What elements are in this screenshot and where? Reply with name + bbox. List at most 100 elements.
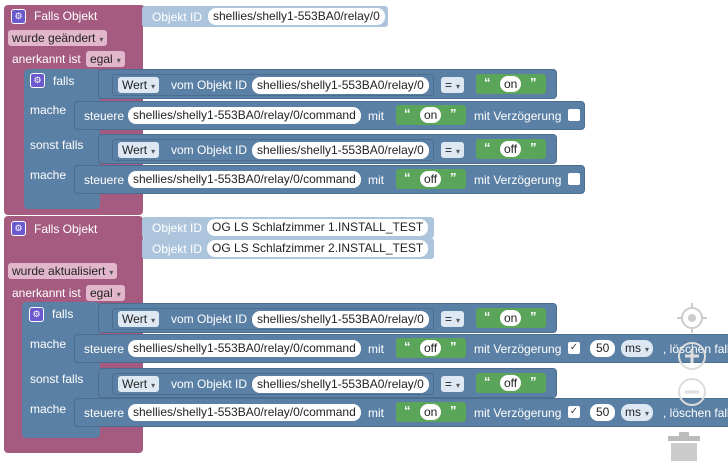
quote-close: ” bbox=[450, 170, 457, 185]
do-label: mache bbox=[30, 402, 67, 416]
from-object-label: vom Objekt ID bbox=[171, 78, 248, 92]
delay-label: mit Verzögerung bbox=[474, 342, 562, 356]
value-type-dropdown[interactable]: Wert▾ bbox=[118, 77, 160, 93]
ack-dropdown[interactable]: egal▾ bbox=[86, 51, 125, 67]
string-value[interactable]: on bbox=[420, 107, 442, 123]
delay-label: mit Verzögerung bbox=[474, 173, 562, 187]
string-block[interactable]: “ on ” bbox=[396, 105, 466, 125]
object-id-field[interactable]: shellies/shelly1-553BA0/relay/0 bbox=[252, 142, 429, 159]
string-block[interactable]: “ on ” bbox=[396, 402, 466, 422]
delay-number-field[interactable]: 50 bbox=[590, 340, 616, 357]
do-label: mache bbox=[30, 337, 67, 351]
quote-close: ” bbox=[530, 75, 537, 90]
trigger-title: Falls Objekt bbox=[34, 9, 98, 23]
quote-open: “ bbox=[404, 170, 411, 185]
delay-unit-dropdown[interactable]: ms▾ bbox=[621, 404, 654, 421]
command-object-field[interactable]: shellies/shelly1-553BA0/relay/0/command bbox=[128, 340, 361, 357]
set-label: steuere bbox=[84, 406, 125, 420]
elseif-label: sonst falls bbox=[30, 372, 84, 386]
quote-open: “ bbox=[404, 339, 411, 354]
quote-open: “ bbox=[404, 403, 411, 418]
objid-label: Objekt ID bbox=[152, 242, 203, 256]
objid-value-field[interactable]: shellies/shelly1-553BA0/relay/0 bbox=[208, 8, 385, 25]
object-id-field[interactable]: shellies/shelly1-553BA0/relay/0 bbox=[252, 77, 429, 94]
with-label: mit bbox=[368, 109, 384, 123]
ack-label: anerkannt ist bbox=[12, 52, 81, 66]
command-object-field[interactable]: shellies/shelly1-553BA0/relay/0/command bbox=[128, 107, 361, 124]
objid-label: Objekt ID bbox=[152, 10, 203, 24]
value-type-dropdown[interactable]: Wert▾ bbox=[118, 311, 160, 327]
value-type-dropdown[interactable]: Wert▾ bbox=[118, 142, 160, 158]
set-label: steuere bbox=[84, 109, 125, 123]
with-label: mit bbox=[368, 173, 384, 187]
operator-dropdown[interactable]: =▾ bbox=[441, 311, 465, 327]
trigger-block-1-header-ext bbox=[100, 5, 145, 27]
string-value[interactable]: on bbox=[500, 76, 522, 92]
command-object-field[interactable]: shellies/shelly1-553BA0/relay/0/command bbox=[128, 171, 361, 188]
quote-open: “ bbox=[484, 309, 491, 324]
objid-label: Objekt ID bbox=[152, 221, 203, 235]
string-block[interactable]: “ off ” bbox=[476, 139, 546, 159]
quote-open: “ bbox=[484, 374, 491, 389]
trash-icon[interactable] bbox=[664, 432, 704, 461]
delay-checkbox[interactable]: ✓ bbox=[568, 342, 580, 354]
string-value[interactable]: off bbox=[420, 340, 442, 356]
trigger-title: Falls Objekt bbox=[34, 222, 98, 236]
recenter-icon[interactable] bbox=[676, 302, 708, 334]
string-block[interactable]: “ off ” bbox=[396, 338, 466, 358]
gear-icon[interactable]: ⚙ bbox=[11, 9, 26, 24]
string-value[interactable]: off bbox=[500, 141, 522, 157]
string-block[interactable]: “ off ” bbox=[396, 169, 466, 189]
operator-dropdown[interactable]: =▾ bbox=[441, 77, 465, 93]
quote-open: “ bbox=[404, 106, 411, 121]
change-type-dropdown[interactable]: wurde aktualisiert▾ bbox=[8, 263, 118, 279]
delay-label: mit Verzögerung bbox=[474, 109, 562, 123]
objid-value-field[interactable]: OG LS Schlafzimmer 2.INSTALL_TEST bbox=[207, 240, 429, 257]
do-label: mache bbox=[30, 168, 67, 182]
quote-close: ” bbox=[450, 339, 457, 354]
object-id-field[interactable]: shellies/shelly1-553BA0/relay/0 bbox=[252, 311, 429, 328]
elseif-label: sonst falls bbox=[30, 138, 84, 152]
delay-checkbox[interactable] bbox=[568, 109, 580, 121]
quote-close: ” bbox=[530, 309, 537, 324]
object-id-field[interactable]: shellies/shelly1-553BA0/relay/0 bbox=[252, 376, 429, 393]
delay-checkbox[interactable] bbox=[568, 173, 580, 185]
value-type-dropdown[interactable]: Wert▾ bbox=[118, 376, 160, 392]
ack-label: anerkannt ist bbox=[12, 286, 81, 300]
delay-number-field[interactable]: 50 bbox=[590, 404, 616, 421]
delay-label: mit Verzögerung bbox=[474, 406, 562, 420]
from-object-label: vom Objekt ID bbox=[171, 377, 248, 391]
quote-open: “ bbox=[484, 75, 491, 90]
clear-running-label: , löschen falls bbox=[663, 406, 728, 420]
string-value[interactable]: off bbox=[500, 375, 522, 391]
command-object-field[interactable]: shellies/shelly1-553BA0/relay/0/command bbox=[128, 404, 361, 421]
with-label: mit bbox=[368, 342, 384, 356]
set-label: steuere bbox=[84, 173, 125, 187]
quote-close: ” bbox=[530, 374, 537, 389]
change-type-dropdown[interactable]: wurde geändert▾ bbox=[8, 30, 108, 46]
operator-dropdown[interactable]: =▾ bbox=[441, 376, 465, 392]
ack-dropdown[interactable]: egal▾ bbox=[86, 285, 125, 301]
do-label: mache bbox=[30, 103, 67, 117]
zoom-out-icon[interactable] bbox=[676, 376, 708, 408]
if-label: falls bbox=[52, 307, 74, 321]
string-block[interactable]: “ on ” bbox=[476, 308, 546, 328]
from-object-label: vom Objekt ID bbox=[171, 143, 248, 157]
gear-icon[interactable]: ⚙ bbox=[30, 73, 45, 88]
gear-icon[interactable]: ⚙ bbox=[29, 307, 44, 322]
set-label: steuere bbox=[84, 342, 125, 356]
delay-unit-dropdown[interactable]: ms▾ bbox=[621, 340, 654, 357]
delay-checkbox[interactable]: ✓ bbox=[568, 406, 580, 418]
gear-icon[interactable]: ⚙ bbox=[11, 221, 26, 236]
objid-value-field[interactable]: OG LS Schlafzimmer 1.INSTALL_TEST bbox=[207, 219, 429, 236]
string-value[interactable]: off bbox=[420, 171, 442, 187]
with-label: mit bbox=[368, 406, 384, 420]
quote-open: “ bbox=[484, 140, 491, 155]
string-block[interactable]: “ off ” bbox=[476, 373, 546, 393]
string-value[interactable]: on bbox=[420, 404, 442, 420]
string-value[interactable]: on bbox=[500, 310, 522, 326]
if-label: falls bbox=[53, 74, 75, 88]
string-block[interactable]: “ on ” bbox=[476, 74, 546, 94]
operator-dropdown[interactable]: =▾ bbox=[441, 142, 465, 158]
zoom-in-icon[interactable] bbox=[676, 340, 708, 372]
